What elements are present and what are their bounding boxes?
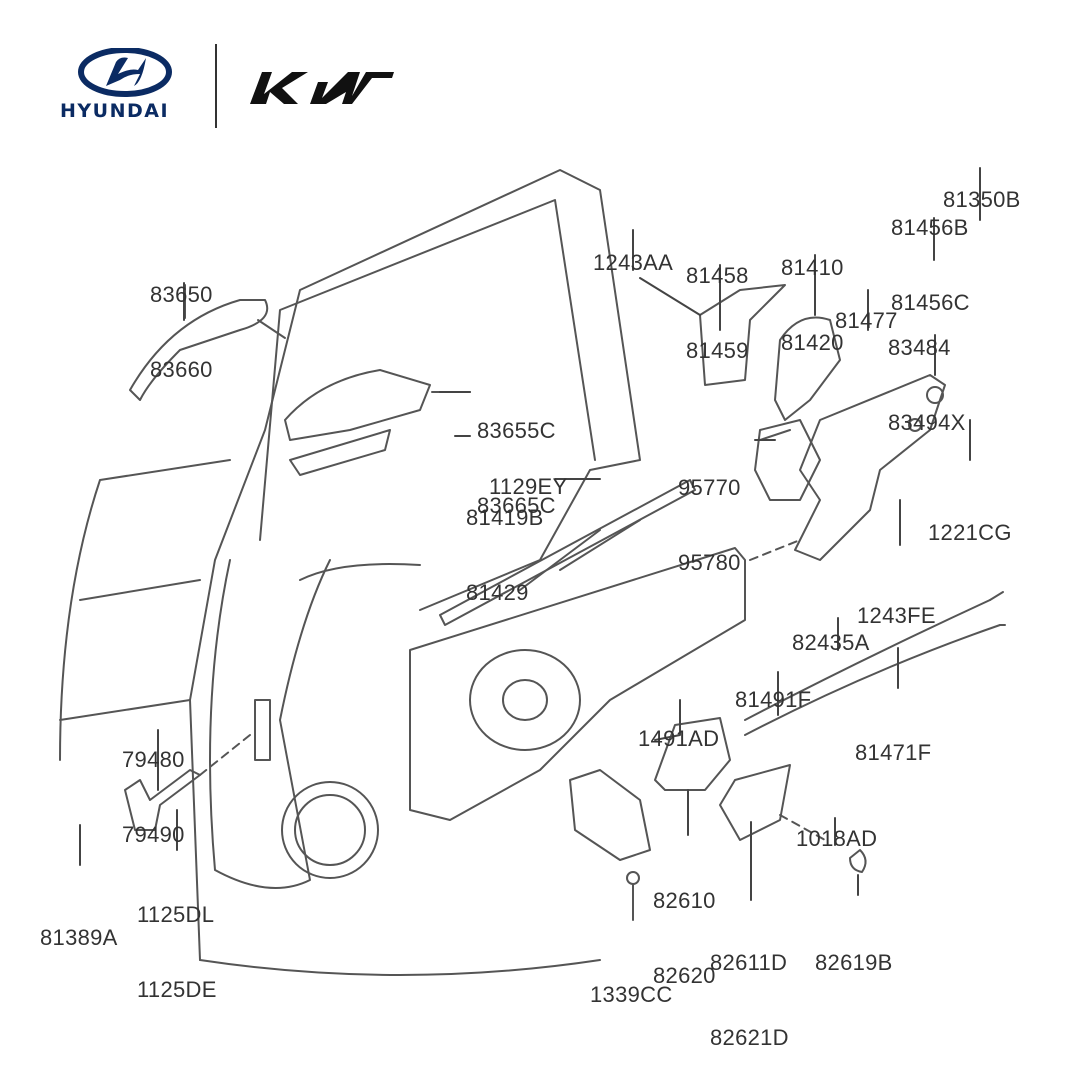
part-label-82611d: 82611D 82621D — [710, 950, 789, 1050]
part-label-1125dl: 1125DL 1125DE — [137, 902, 217, 1002]
part-label-81350b: 81350B — [943, 187, 1021, 212]
part-label-81477: 81477 — [835, 308, 898, 333]
door-checker-drawing — [124, 734, 251, 831]
part-label-81419b: 81419B 81429 — [466, 505, 544, 605]
part-label-79480: 79480 79490 — [122, 747, 185, 847]
part-label-81471f: 81471F — [855, 740, 932, 765]
part-label-82435a: 82435A — [792, 630, 870, 655]
inside-handle-drawing — [654, 717, 867, 873]
part-label-82610: 82610 82620 — [653, 888, 716, 988]
latch-drawing — [699, 284, 841, 501]
leader-lines — [79, 167, 981, 901]
hyundai-h-oval-icon — [78, 48, 172, 97]
module-panel-drawing — [794, 374, 946, 561]
part-label-83484: 83484 83494X — [888, 335, 966, 435]
part-label-1491ad: 1491AD — [638, 726, 720, 751]
part-label-95770: 95770 95780 — [678, 475, 741, 575]
part-label-81389a: 81389A — [40, 925, 118, 950]
logo-divider — [215, 44, 217, 128]
part-label-1129ey: 1129EY — [489, 474, 568, 499]
inside-handle-base-drawing — [284, 369, 471, 476]
door-cables-drawing — [744, 591, 1006, 736]
part-label-1243fe: 1243FE — [857, 603, 936, 628]
regulator-motor-drawing — [569, 769, 651, 921]
window-regulator-drawing — [409, 479, 801, 821]
part-label-1243aa: 1243AA — [593, 250, 674, 275]
part-label-81491f: 81491F — [735, 687, 812, 712]
part-label-81456b: 81456B 81456C — [891, 215, 970, 315]
hyundai-wordmark: HYUNDAI — [60, 100, 170, 122]
part-label-81410: 81410 81420 — [781, 255, 844, 355]
part-label-81458: 81458 81459 — [686, 263, 749, 363]
part-label-83655c: 83655C 83665C — [477, 418, 556, 518]
brand-logo-bar: HYUNDAI — [0, 0, 1080, 140]
kia-wordmark-icon — [250, 72, 394, 104]
part-label-1018ad: 1018AD — [796, 826, 878, 851]
part-label-83650: 83650 83660 — [150, 282, 213, 382]
door-shell-drawing — [59, 169, 641, 976]
part-label-1339cc: 1339CC — [590, 982, 673, 1007]
part-label-1221cg: 1221CG — [928, 520, 1012, 545]
part-label-82619b: 82619B — [815, 950, 893, 975]
